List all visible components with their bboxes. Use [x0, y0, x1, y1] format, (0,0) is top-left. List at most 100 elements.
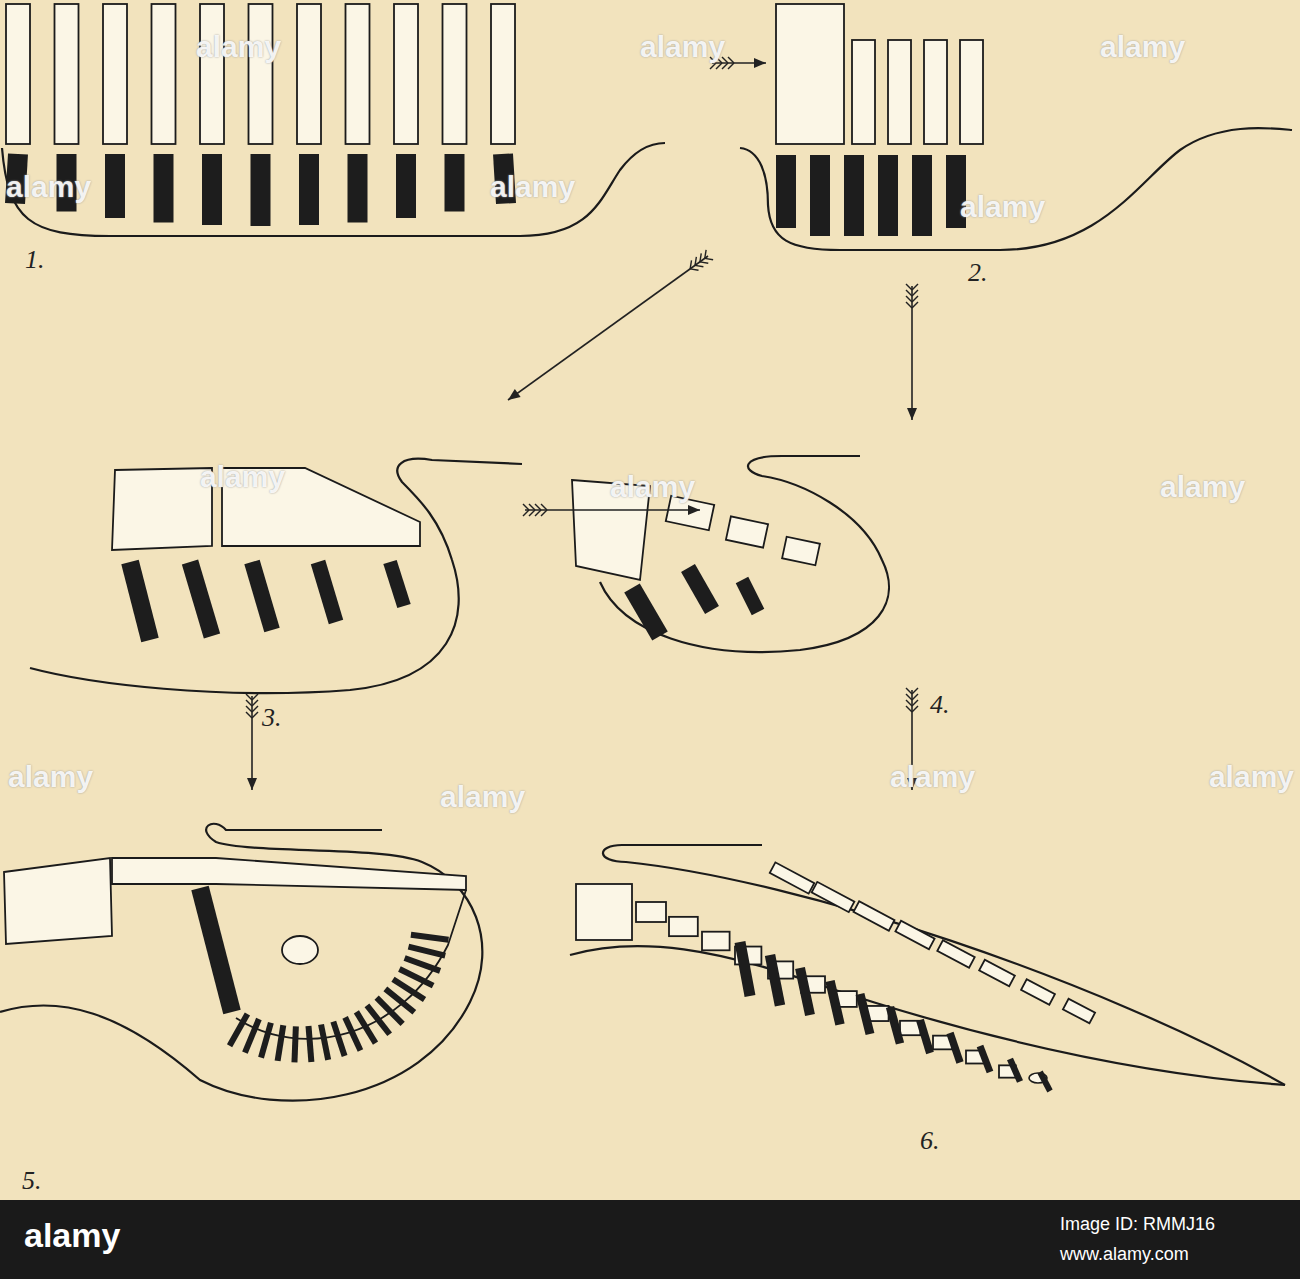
arrow-feather	[700, 262, 708, 263]
watermark: alamy	[1160, 470, 1245, 504]
arrow-feather	[912, 706, 918, 712]
watermark: alamy	[640, 30, 725, 64]
watermark: alamy	[440, 780, 525, 814]
fin-outline	[603, 845, 1285, 1085]
basal-cartilage	[491, 4, 515, 144]
fin-ray	[399, 969, 433, 986]
arrow-head	[754, 58, 766, 68]
figure-number: 2.	[968, 258, 988, 288]
watermark: alamy	[610, 470, 695, 504]
fin-ray	[1010, 1059, 1020, 1082]
basal-cartilage	[443, 4, 467, 144]
arrow-feather	[912, 290, 918, 296]
fin-ray	[348, 154, 368, 222]
fin-ray	[299, 154, 319, 225]
arrow-feather	[252, 706, 258, 712]
arrow-feather	[912, 700, 918, 706]
fin-ray	[830, 981, 840, 1025]
fin-ray	[318, 562, 336, 622]
arrow-feather	[728, 57, 734, 63]
arrow-feather	[695, 265, 703, 266]
arrow-head	[508, 389, 521, 400]
fin-ray	[251, 154, 271, 226]
arrow-feather	[523, 504, 529, 510]
fin-ray	[408, 947, 445, 956]
arrow-feather	[246, 694, 252, 700]
arrow-feather	[906, 284, 912, 290]
basal-cartilage	[112, 468, 212, 550]
fin-ray	[800, 968, 810, 1015]
arrow-feather	[912, 694, 918, 700]
arrow-feather	[535, 504, 541, 510]
fin-ray	[309, 1026, 312, 1062]
fin-ray	[776, 155, 796, 228]
figure-number: 1.	[25, 245, 45, 275]
figure-number: 3.	[262, 703, 282, 733]
basal-cartilage	[636, 902, 666, 922]
fin-ray	[202, 154, 222, 225]
arrow-feather	[252, 712, 258, 718]
fin-ray	[154, 154, 174, 222]
basal-cartilage	[979, 960, 1015, 987]
fin-ray	[445, 154, 465, 212]
basal-cartilage	[812, 882, 855, 912]
basal-cartilage	[770, 862, 814, 893]
watermark: alamy	[890, 760, 975, 794]
arrow-feather	[906, 700, 912, 706]
watermark: alamy	[8, 760, 93, 794]
fin-ray	[294, 1026, 295, 1062]
arrow-feather	[912, 296, 918, 302]
arrow-feather	[705, 250, 706, 258]
image-id: Image ID: RMMJ16	[1060, 1214, 1215, 1235]
fin-ray	[333, 1022, 344, 1056]
basal-cartilage	[1063, 999, 1095, 1024]
basal-cartilage	[200, 4, 224, 144]
fin-ray	[912, 155, 932, 236]
fin-outline	[570, 946, 1285, 1085]
basal-cartilage	[576, 884, 632, 940]
arrow-feather	[690, 269, 698, 270]
arrow-shaft	[251, 696, 253, 790]
basal-cartilage	[726, 516, 768, 547]
arrow-feather	[716, 63, 722, 69]
fin-ray	[950, 1033, 960, 1063]
arrow-shaft	[525, 509, 700, 511]
arrow-feather	[728, 63, 734, 69]
fin-ray	[740, 942, 750, 996]
fin-ray	[742, 580, 758, 612]
basal-cartilage	[55, 4, 79, 144]
fin-ray	[920, 1020, 930, 1053]
basal-cartilage	[103, 4, 127, 144]
arrow-feather	[541, 504, 547, 510]
watermark: alamy	[1100, 30, 1185, 64]
arrow-feather	[252, 700, 258, 706]
basal-cartilage	[776, 4, 844, 144]
fin-ray	[130, 562, 150, 640]
basal-cartilage	[937, 940, 974, 967]
arrow-feather	[705, 258, 713, 259]
fin-ray	[810, 155, 830, 236]
basal-cartilage	[895, 921, 934, 949]
fin-outline	[0, 824, 482, 1101]
fin-ray	[245, 1019, 259, 1053]
arrow-feather	[535, 510, 541, 516]
fin-ray	[632, 588, 660, 636]
fin-ray	[230, 1014, 248, 1046]
arrow-head	[688, 505, 700, 515]
arrow-feather	[912, 284, 918, 290]
watermark: alamy	[200, 460, 285, 494]
fin-ray	[688, 568, 712, 610]
basal-outline	[236, 890, 466, 1039]
arrow-feather	[541, 510, 547, 516]
arrow-feather	[529, 504, 535, 510]
arrow-feather	[722, 63, 728, 69]
arrow-feather	[906, 706, 912, 712]
basal-cartilage	[346, 4, 370, 144]
fin-ray	[105, 154, 125, 218]
arrow-feather	[906, 296, 912, 302]
arrow-feather	[906, 688, 912, 694]
arrow-feather	[246, 706, 252, 712]
arrow-feather	[906, 694, 912, 700]
stock-url: www.alamy.com	[1060, 1244, 1189, 1265]
